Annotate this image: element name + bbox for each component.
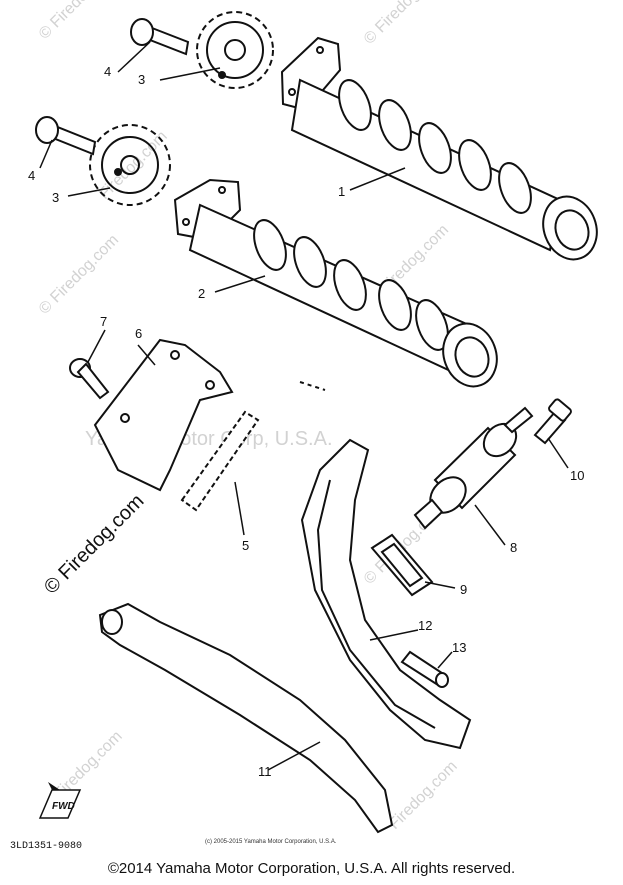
- callout-8: 8: [510, 540, 517, 555]
- callout-12: 12: [418, 618, 432, 633]
- sprocket-lower: [89, 124, 171, 206]
- callout-10: 10: [570, 468, 584, 483]
- diagram-code: 3LD1351-9080: [10, 841, 82, 852]
- watermark-top-left: © Firedog.com: [36, 0, 122, 43]
- chain-tensioner-guide: [300, 438, 472, 750]
- bolt-lower: [35, 116, 97, 156]
- fwd-marker: FWD: [38, 782, 82, 819]
- callout-9: 9: [460, 582, 467, 597]
- chain-guide-bracket: [93, 338, 234, 492]
- callout-11: 11: [258, 764, 272, 779]
- callout-6: 6: [135, 326, 142, 341]
- watermark-dark-left: © Firedog.com: [40, 490, 149, 599]
- callout-2: 2: [198, 286, 205, 301]
- copyright-footer: ©2014 Yamaha Motor Corporation, U.S.A. A…: [107, 860, 516, 877]
- camshaft-1: [280, 36, 598, 261]
- tensioner-gasket: [370, 533, 434, 597]
- watermark-bottom-right: Firedog.com: [386, 758, 461, 833]
- camshaft-2: [173, 178, 498, 388]
- fwd-label: FWD: [52, 801, 75, 812]
- chain-guide: [98, 602, 394, 834]
- watermark-top-right: © Firedog.com: [361, 0, 447, 48]
- callout-3-upper: 3: [138, 72, 145, 87]
- guide-pin: [400, 650, 449, 688]
- small-copyright-notice: (c) 2005-2015 Yamaha Motor Corporation, …: [205, 839, 337, 845]
- chain-tensioner: [413, 406, 534, 530]
- guide-bolt: [69, 358, 110, 400]
- sprocket-upper: [196, 11, 274, 89]
- tensioner-bolt: [533, 398, 572, 445]
- cam-chain: [180, 381, 326, 512]
- callout-numbers: 1 2 3 3 4 4 5 6 7 8 9 10 11 12 13: [28, 64, 584, 779]
- callout-4-upper: 4: [104, 64, 111, 79]
- leader-lines: [39, 41, 569, 771]
- watermark-mid-left: © Firedog.com: [36, 231, 122, 317]
- callout-5: 5: [242, 538, 249, 553]
- callout-1: 1: [338, 184, 345, 199]
- callout-3-lower: 3: [52, 190, 59, 205]
- bolt-upper: [130, 18, 190, 56]
- callout-7: 7: [100, 314, 107, 329]
- callout-4-lower: 4: [28, 168, 35, 183]
- callout-13: 13: [452, 640, 466, 655]
